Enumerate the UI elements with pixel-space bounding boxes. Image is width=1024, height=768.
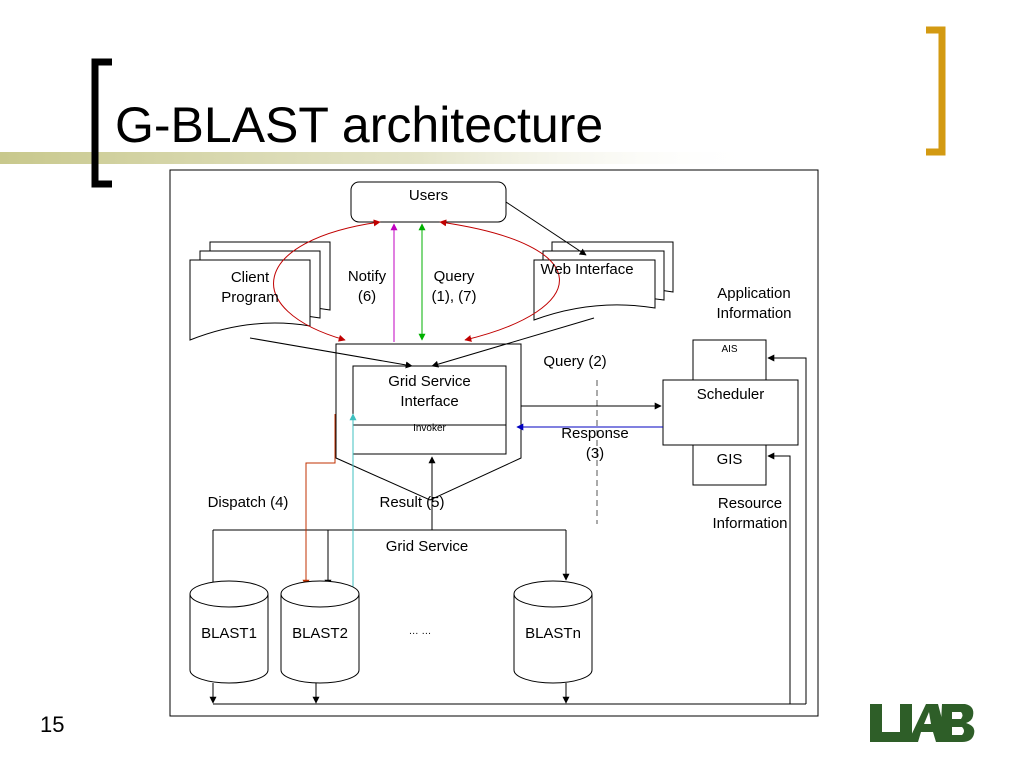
dispatch-4-label: Dispatch (4) <box>207 494 289 511</box>
gis-feedback-arrow <box>767 452 791 704</box>
users-label: Users <box>408 187 449 204</box>
response-3-label: Response (3) <box>561 425 629 462</box>
web-interface-doc <box>533 241 674 321</box>
uab-logo <box>870 704 975 742</box>
blast2-cylinder <box>280 580 360 684</box>
title-bar <box>0 152 760 164</box>
grid-service-label: Grid Service <box>385 538 469 555</box>
invoker-label: Invoker <box>413 423 446 434</box>
notify-label: Notify (6) <box>347 268 387 305</box>
web-to-grid-arrow <box>431 317 595 368</box>
grid-service-interface-box <box>352 365 507 455</box>
query-2-label: Query (2) <box>543 353 607 370</box>
gis-label: GIS <box>716 451 743 468</box>
blastn-cylinder <box>513 580 593 684</box>
scheduler-label: Scheduler <box>696 386 765 403</box>
blast1-label: BLAST1 <box>201 625 257 642</box>
blastn-label: BLASTn <box>525 625 581 642</box>
blast1-cylinder <box>189 580 269 684</box>
right-bracket <box>926 26 946 156</box>
blast2-label: BLAST2 <box>292 625 348 642</box>
grid-service-interface-label: Grid Service Interface <box>388 373 471 410</box>
slide-title: G-BLAST architecture <box>115 97 604 153</box>
ais-box <box>692 339 767 381</box>
dispatch-arrow <box>302 414 336 587</box>
client-program-label: Client Program <box>221 269 279 306</box>
ellipsis-label: … … <box>408 626 432 637</box>
ais-feedback-arrow <box>767 354 807 704</box>
client-curve-arrow <box>273 219 381 342</box>
result-5-label: Result (5) <box>379 494 445 511</box>
client-to-grid-arrow <box>249 337 413 369</box>
application-information-label: Application Information <box>716 285 792 322</box>
ais-label: AIS <box>721 344 738 355</box>
resource-information-label: Resource Information <box>712 495 788 532</box>
page-number: 15 <box>40 712 65 737</box>
query-1-7-label: Query (1), (7) <box>431 268 477 305</box>
web-interface-label: Web Interface <box>540 261 634 278</box>
client-program-doc <box>189 241 331 341</box>
left-bracket <box>91 58 112 188</box>
scheduler-box <box>662 379 799 446</box>
gis-box <box>692 444 767 486</box>
users-to-web-arrow <box>505 201 587 256</box>
web-curve-arrow <box>439 219 560 342</box>
